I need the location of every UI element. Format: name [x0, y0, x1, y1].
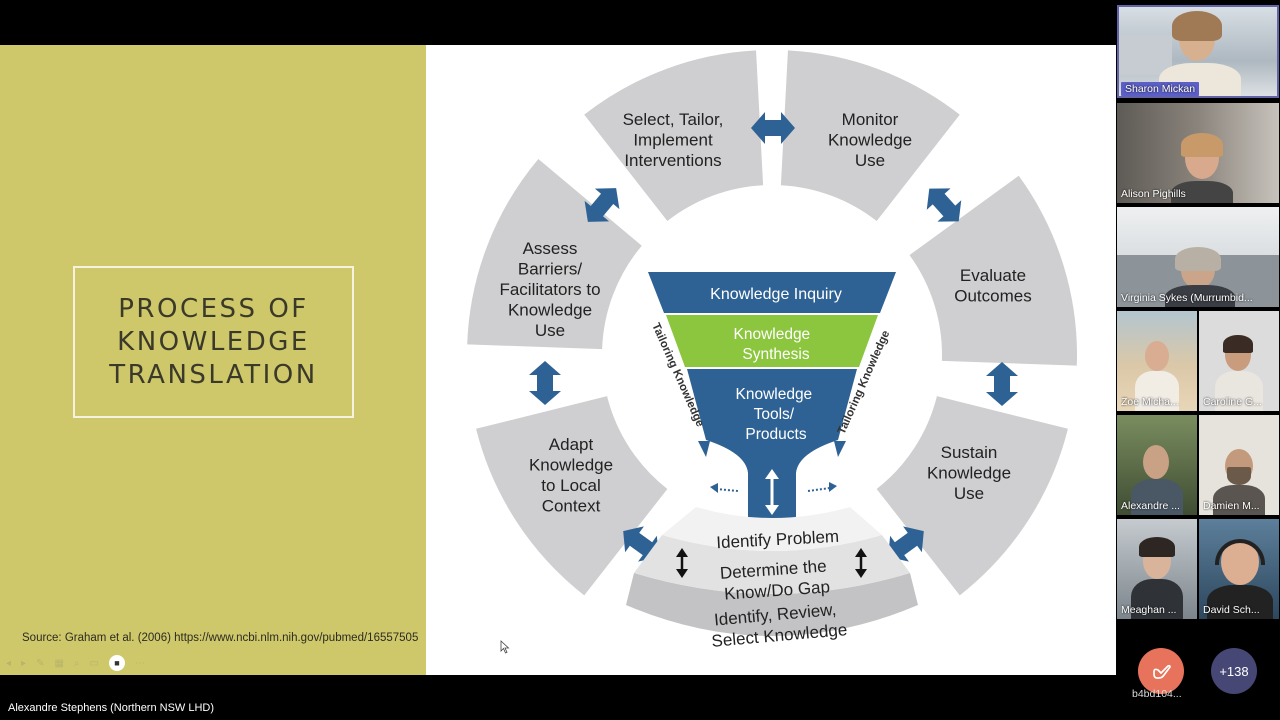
cycle-double-arrow-icon [926, 188, 962, 222]
cycle-arrows [529, 112, 1018, 562]
bottom-side-arrows [676, 548, 867, 578]
dotted-arrows [710, 482, 837, 493]
participant-name: Zoe Micha... [1121, 396, 1179, 408]
participant-name: Sharon Mickan [1121, 82, 1200, 96]
search-icon[interactable]: ⌕ [73, 657, 80, 669]
raise-hand-button[interactable] [1138, 648, 1184, 694]
participant-name: Virginia Sykes (Murrumbid... [1121, 292, 1253, 304]
cycle-segment-sustain [876, 396, 1068, 596]
cycle-double-arrow-icon [888, 526, 924, 562]
participant-name: Caroline G... [1203, 396, 1262, 408]
funnel-synthesis-label: Knowledge Synthesis [733, 326, 814, 363]
participant-tile[interactable]: Alison Pighills [1117, 103, 1279, 203]
band-identify-problem [662, 507, 882, 551]
cycle-double-arrow-icon [986, 362, 1018, 406]
mouse-cursor-icon [500, 640, 510, 654]
funnel-inquiry-label: Knowledge Inquiry [710, 286, 842, 303]
presenter-name: Alexandre Stephens (Northern NSW LHD) [8, 702, 215, 714]
camera-icon[interactable]: ■ [108, 655, 125, 671]
knowledge-creation-base [626, 507, 918, 636]
subtitles-icon[interactable]: ▭ [89, 657, 99, 669]
participant-tile[interactable]: Caroline G... [1199, 311, 1279, 411]
call-label: b4bd104... [1132, 688, 1182, 700]
participant-tile[interactable]: Virginia Sykes (Murrumbid... [1117, 207, 1279, 307]
participant-tile[interactable]: Sharon Mickan [1117, 5, 1279, 98]
participant-name: Alexandre ... [1121, 500, 1180, 512]
slide-controls: ◂ ▸ ✎ ▦ ⌕ ▭ ■ ⋯ [6, 655, 145, 671]
slide-title-panel: PROCESS OF KNOWLEDGE TRANSLATION Source:… [0, 45, 426, 675]
funnel-double-arrow [765, 469, 779, 515]
funnel-tools-band [687, 369, 857, 523]
cycle-segment-evaluate [909, 175, 1077, 366]
band-identify-review [626, 573, 918, 636]
knowledge-funnel: Knowledge Inquiry Knowledge Synthesis Kn… [648, 272, 896, 523]
cycle-double-arrow-icon [584, 188, 620, 222]
cycle-segment-select [584, 50, 764, 222]
funnel-inquiry-band [648, 272, 896, 313]
participant-name: Alison Pighills [1121, 188, 1186, 200]
prev-slide-icon[interactable]: ◂ [6, 657, 12, 669]
participant-tile[interactable]: David Sch... [1199, 519, 1279, 619]
participant-tile[interactable]: Damien M... [1199, 415, 1279, 515]
participant-gallery: Sharon Mickan Alison Pighills Virginia S… [1116, 0, 1280, 720]
pen-icon[interactable]: ✎ [36, 657, 45, 669]
participant-tile[interactable]: Alexandre ... [1117, 415, 1197, 515]
action-cycle-ring [467, 50, 1077, 596]
cycle-segment-monitor [780, 50, 960, 222]
shared-slide: PROCESS OF KNOWLEDGE TRANSLATION Source:… [0, 45, 1116, 675]
next-slide-icon[interactable]: ▸ [21, 657, 27, 669]
funnel-synthesis-band [666, 315, 878, 367]
slide-title-box: PROCESS OF KNOWLEDGE TRANSLATION [73, 266, 354, 418]
grid-icon[interactable]: ▦ [54, 657, 64, 669]
participant-name: Meaghan ... [1121, 604, 1177, 616]
cycle-double-arrow-icon [529, 361, 561, 405]
funnel-tools-label: Knowledge Tools/ Products [735, 386, 816, 443]
cycle-segment-assess [467, 158, 642, 350]
slide-title: PROCESS OF KNOWLEDGE TRANSLATION [109, 293, 318, 390]
slide-source: Source: Graham et al. (2006) https://www… [22, 632, 419, 644]
participant-tile[interactable]: Zoe Micha... [1117, 311, 1197, 411]
cycle-double-arrow-icon [751, 112, 795, 144]
tailoring-arrow-right-icon [834, 441, 846, 457]
more-participants-button[interactable]: +138 [1211, 648, 1257, 694]
tailoring-arrow-left-icon [698, 441, 710, 457]
hand-raise-icon [1153, 664, 1171, 679]
cycle-segment-adapt [476, 396, 668, 596]
participant-tile[interactable]: Meaghan ... [1117, 519, 1197, 619]
participant-name: David Sch... [1203, 604, 1260, 616]
participant-name: Damien M... [1203, 500, 1260, 512]
more-options-icon[interactable]: ⋯ [134, 657, 145, 669]
band-know-do-gap [634, 535, 910, 594]
